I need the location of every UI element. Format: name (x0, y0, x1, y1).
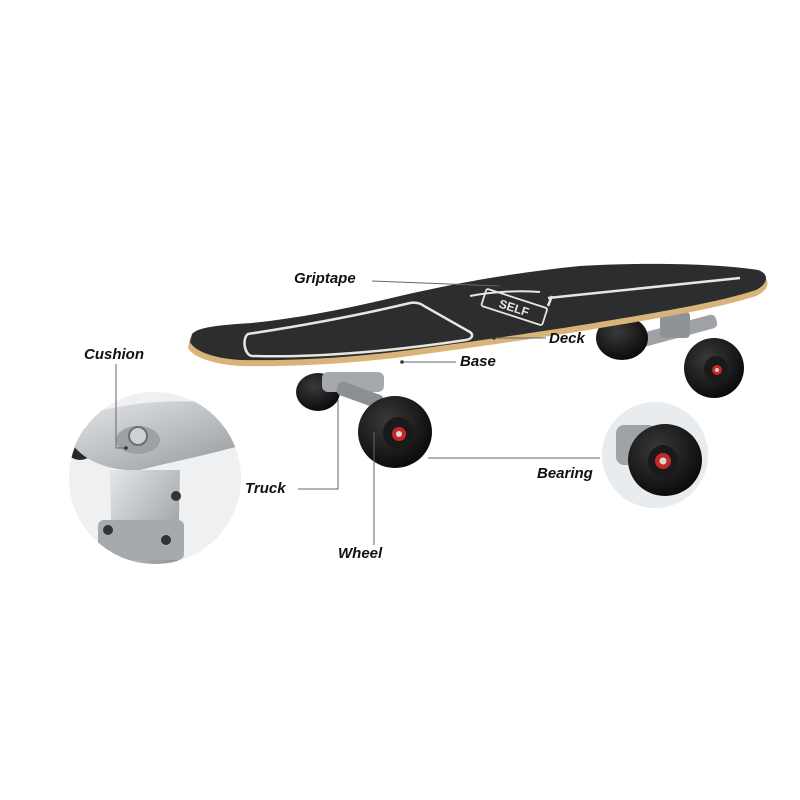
rear-wheel-back (596, 316, 648, 360)
rear-truck (628, 312, 718, 350)
label-wheel: Wheel (338, 545, 383, 562)
label-bearing: Bearing (537, 465, 593, 482)
label-truck: Truck (245, 480, 286, 497)
leader-lines (115, 280, 600, 545)
label-base: Base (460, 353, 496, 370)
front-truck (296, 372, 384, 411)
rear-wheel-front (684, 338, 744, 398)
label-deck: Deck (549, 330, 585, 347)
cushion-leader (115, 364, 126, 449)
truck-leader (298, 400, 339, 490)
deck (188, 263, 768, 367)
front-wheel (358, 396, 432, 468)
griptape-leader (371, 280, 501, 287)
label-cushion: Cushion (84, 346, 144, 363)
bearing-closeup-inset (602, 402, 708, 508)
griptape-surface (190, 263, 767, 361)
truck-closeup-inset (69, 392, 241, 564)
label-griptape: Griptape (294, 270, 356, 287)
